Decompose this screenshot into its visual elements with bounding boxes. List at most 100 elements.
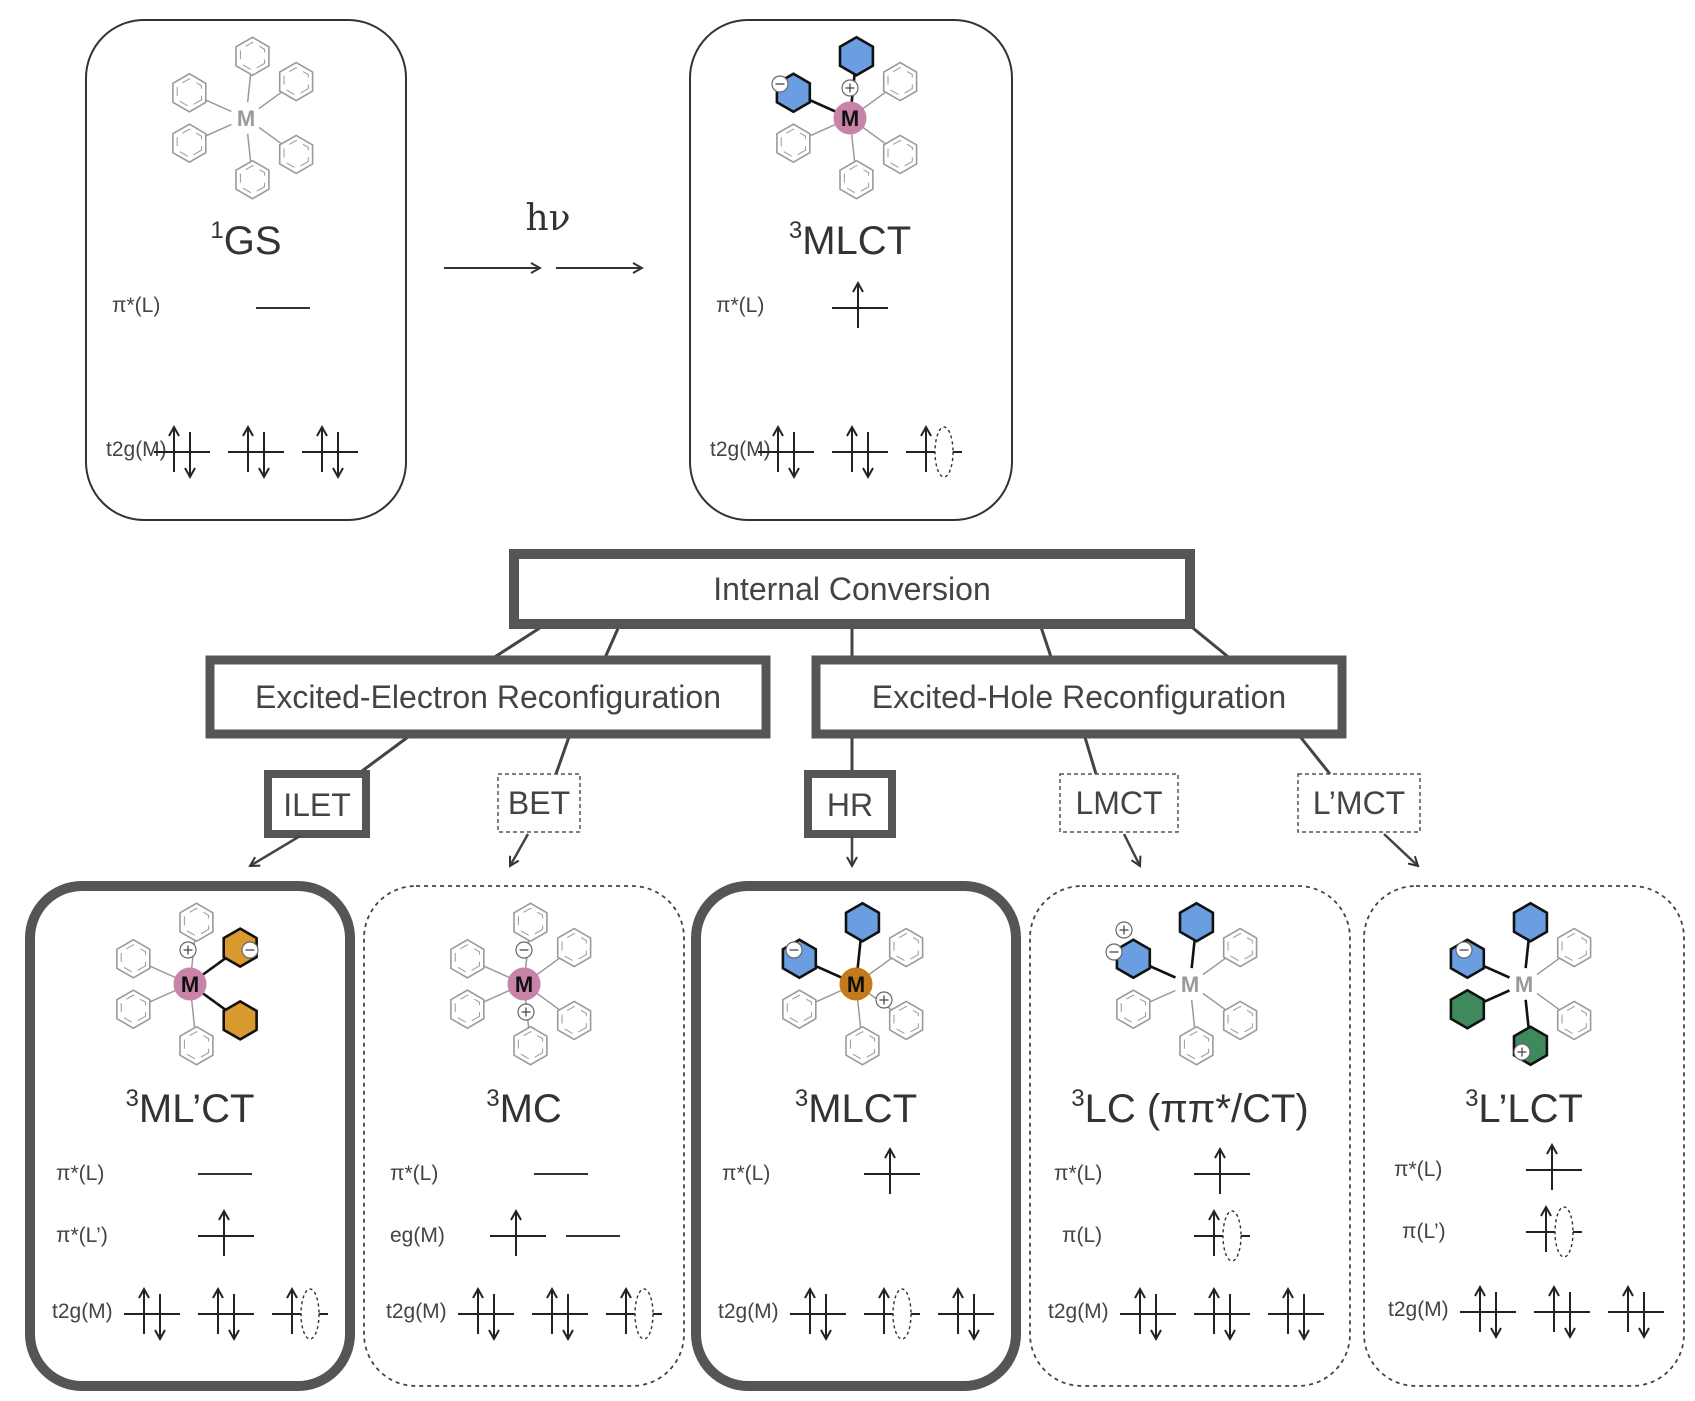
orbital-label: π*(L) — [1054, 1162, 1102, 1185]
ring-icon — [278, 134, 314, 175]
ring-inner-icon — [517, 907, 544, 937]
svg-text:3MLCT: 3MLCT — [795, 1085, 917, 1131]
paired-electrons-icon — [1534, 1284, 1590, 1340]
paired-electrons-icon — [1460, 1284, 1516, 1340]
mc-complex: M — [450, 902, 592, 1066]
svg-text:Excited-Electron Reconfigurati: Excited-Electron Reconfiguration — [255, 679, 721, 715]
svg-text:1GS: 1GS — [210, 217, 281, 263]
ring-icon — [1116, 989, 1151, 1030]
ring-icon — [172, 72, 207, 113]
ring-icon — [450, 938, 485, 979]
minus-charge-icon — [1105, 943, 1123, 961]
ring-inner-icon — [1120, 994, 1146, 1024]
ring-icon — [1179, 1025, 1214, 1066]
paired-electrons-icon — [228, 424, 284, 480]
orbital-label: π(L) — [1062, 1224, 1102, 1247]
ring-inner-icon — [887, 139, 913, 169]
svg-text:Excited-Hole Reconfiguration: Excited-Hole Reconfiguration — [872, 679, 1286, 715]
minus-charge-icon — [785, 941, 803, 959]
metal-label: M — [1181, 972, 1199, 997]
paired-electrons-icon — [198, 1286, 254, 1342]
orbital-label: π(L’) — [1402, 1220, 1446, 1243]
ring-inner-icon — [239, 41, 266, 71]
ring-inner-icon — [1561, 1005, 1587, 1035]
paired-electrons-icon — [302, 424, 358, 480]
svg-text:ILET: ILET — [283, 787, 351, 823]
ring-inner-icon — [780, 128, 806, 158]
excited-electron-node: Excited-Electron Reconfiguration — [205, 655, 771, 739]
state-mc-panel: M 3MC π*(L) eg(M) t2g(M) — [363, 885, 685, 1387]
svg-text:LMCT: LMCT — [1075, 785, 1162, 821]
initial-mlct-panel: M 3MLCT π*(L) t2g(M) — [689, 19, 1013, 521]
ground-title-sup: 1 — [210, 217, 223, 244]
orbital-label: t2g(M) — [106, 438, 167, 461]
single-electron-icon — [832, 280, 888, 328]
ring-inner-icon — [849, 1031, 876, 1061]
initial-mlct-title: MLCT — [802, 219, 911, 263]
ring-inner-icon — [1183, 1031, 1210, 1061]
ring-inner-icon — [183, 907, 210, 937]
ring-icon — [1556, 927, 1592, 968]
ring-inner-icon — [176, 78, 202, 108]
paired-electrons-icon — [1194, 1286, 1250, 1342]
ring-icon — [1115, 938, 1152, 980]
ring-icon — [845, 1025, 880, 1066]
ring-icon — [450, 989, 485, 1030]
single-electron-icon — [198, 1208, 254, 1256]
state-lc-panel: M 3LC (ππ*/CT) π*(L) π(L) t2g(M) — [1029, 885, 1351, 1387]
ring-inner-icon — [120, 944, 146, 974]
metal-label: M — [237, 106, 255, 131]
orbital-label: π*(L) — [390, 1162, 438, 1185]
minus-charge-icon — [771, 75, 789, 93]
orbital-label: t2g(M) — [710, 438, 771, 461]
orbital-label: t2g(M) — [1048, 1300, 1109, 1323]
orbital-label: π*(L) — [112, 294, 160, 317]
svg-text:3LC (ππ*/CT): 3LC (ππ*/CT) — [1071, 1085, 1308, 1131]
orbital-label: t2g(M) — [718, 1300, 779, 1323]
ring-icon — [235, 36, 270, 77]
ring-inner-icon — [239, 165, 266, 195]
plus-charge-icon — [179, 941, 197, 959]
ring-inner-icon — [176, 128, 202, 158]
ring-inner-icon — [561, 933, 587, 963]
ring-icon — [839, 159, 874, 200]
ring-inner-icon — [454, 994, 480, 1024]
ring-inner-icon — [887, 67, 913, 97]
ring-inner-icon — [893, 1005, 919, 1035]
ring-icon — [1222, 1000, 1258, 1041]
svg-text:3L’LCT: 3L’LCT — [1465, 1085, 1583, 1131]
ring-icon — [776, 123, 811, 164]
excitation-arrow: hν — [444, 198, 642, 268]
ring-icon — [116, 989, 151, 1030]
paired-electrons-icon — [758, 424, 814, 480]
process-hr: HR — [804, 770, 896, 866]
minus-charge-icon — [515, 941, 533, 959]
svg-text:3MC: 3MC — [486, 1085, 562, 1131]
orbital-label: t2g(M) — [386, 1300, 447, 1323]
ring-icon — [556, 927, 592, 968]
plus-charge-icon — [875, 991, 893, 1009]
orbital-label: π*(L) — [722, 1162, 770, 1185]
ground-state-panel: M 1GS π*(L) t2g(M) — [85, 19, 407, 521]
ring-icon — [1222, 927, 1258, 968]
svg-text:L’MCT: L’MCT — [1313, 785, 1405, 821]
ring-inner-icon — [283, 67, 309, 97]
ring-inner-icon — [561, 1005, 587, 1035]
ring-icon — [1556, 1000, 1592, 1041]
ring-icon — [1512, 901, 1549, 943]
single-electron-icon — [864, 1146, 920, 1194]
ring-inner-icon — [517, 1031, 544, 1061]
ring-inner-icon — [1227, 933, 1253, 963]
ring-inner-icon — [1561, 933, 1587, 963]
metal-label: M — [1515, 972, 1533, 997]
ring-inner-icon — [893, 933, 919, 963]
plus-charge-icon — [1513, 1043, 1531, 1061]
t2g-levels — [758, 424, 962, 480]
plus-charge-icon — [517, 1003, 535, 1021]
lc-complex: M — [1105, 901, 1258, 1066]
minus-charge-icon — [1455, 941, 1473, 959]
metal-center-icon — [230, 102, 262, 134]
ring-inner-icon — [786, 994, 812, 1024]
ground-title: GS — [224, 219, 282, 263]
